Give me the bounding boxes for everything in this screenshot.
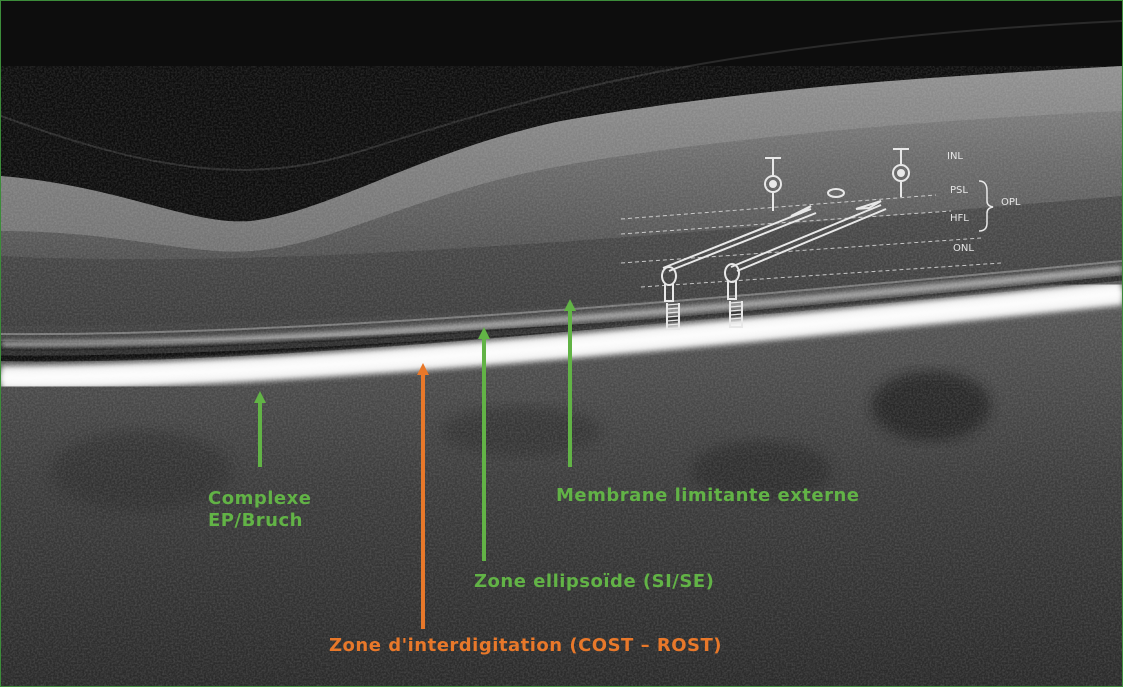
label-onl: ONL <box>953 243 974 254</box>
label-hfl: HFL <box>950 213 969 224</box>
label-opl: OPL <box>1001 197 1020 208</box>
label-ellipsoide: Zone ellipsoïde (SI/SE) <box>474 571 714 592</box>
label-interdigitation: Zone d'interdigitation (COST – ROST) <box>329 635 722 656</box>
label-complexe-line1: Complexe <box>208 488 311 510</box>
label-inl: INL <box>947 151 963 162</box>
label-membrane: Membrane limitante externe <box>556 485 860 506</box>
label-complexe: Complexe EP/Bruch <box>208 488 311 532</box>
label-complexe-line2: EP/Bruch <box>208 510 311 532</box>
label-psl: PSL <box>950 185 968 196</box>
